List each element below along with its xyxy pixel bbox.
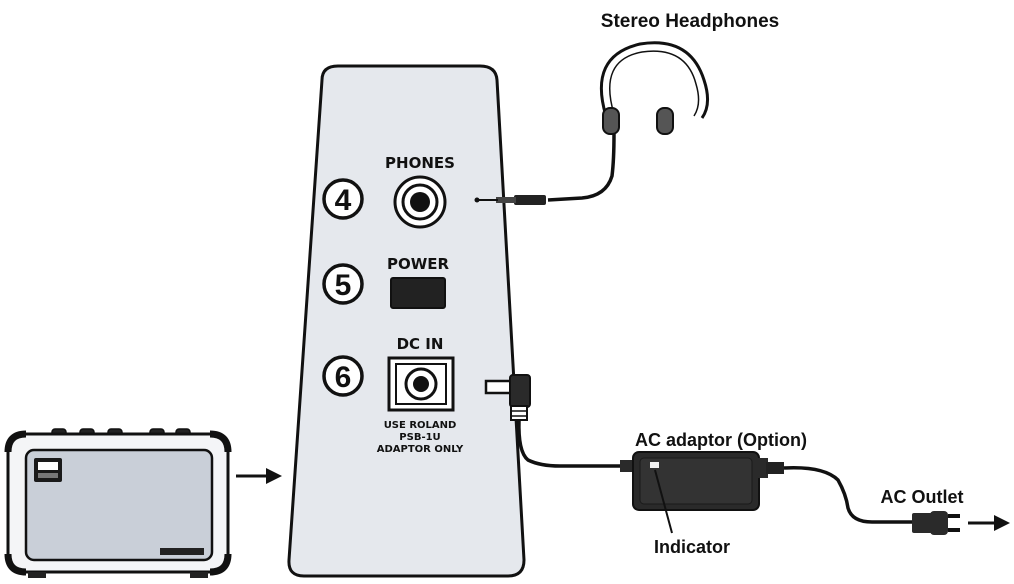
right-earcup (656, 107, 674, 135)
amp-to-panel-arrow (236, 468, 282, 484)
dc-in-number: 6 (335, 361, 352, 394)
panel-outline (287, 64, 526, 578)
rear-panel: PHONES 4 POWER 5 DC IN 6 USE ROLA (287, 64, 526, 578)
outlet-cable (783, 466, 912, 524)
stereo-headphones: Stereo Headphones (474, 11, 779, 205)
phones-jack[interactable] (393, 175, 447, 229)
ac-outlet: AC Outlet (881, 487, 1010, 535)
ac-adaptor: AC adaptor (Option) (632, 430, 912, 524)
amp-grille (24, 448, 214, 562)
power-label: POWER (387, 255, 450, 273)
ac-outlet-label: AC Outlet (881, 487, 964, 507)
outlet-arrow (968, 515, 1010, 531)
power-callout: 5 (322, 263, 364, 305)
phones-label: PHONES (385, 154, 455, 172)
dc-in-callout: 6 (322, 355, 364, 397)
ac-adaptor-label: AC adaptor (Option) (635, 430, 807, 450)
indicator-label: Indicator (654, 537, 730, 557)
stereo-headphones-label: Stereo Headphones (601, 11, 779, 32)
headphone-plug (474, 195, 546, 205)
amp-unit (4, 428, 232, 578)
phones-number: 4 (335, 184, 352, 217)
amp-logo-strip (160, 548, 204, 555)
headphone-cable (547, 133, 616, 202)
phones-callout: 4 (322, 178, 364, 220)
power-number: 5 (335, 269, 352, 302)
use-roland-note-3: ADAPTOR ONLY (377, 444, 464, 455)
left-earcup (602, 107, 620, 135)
power-switch[interactable] (390, 277, 446, 309)
dc-in-label: DC IN (397, 335, 444, 353)
use-roland-note-2: PSB-1U (399, 432, 440, 443)
headband (599, 41, 709, 119)
use-roland-note-1: USE ROLAND (384, 420, 457, 431)
dc-in-jack[interactable] (387, 356, 455, 412)
indicator-callout: Indicator (654, 469, 730, 557)
wall-plug (912, 513, 932, 533)
dc-cable (484, 374, 634, 472)
indicator-led (650, 462, 659, 468)
